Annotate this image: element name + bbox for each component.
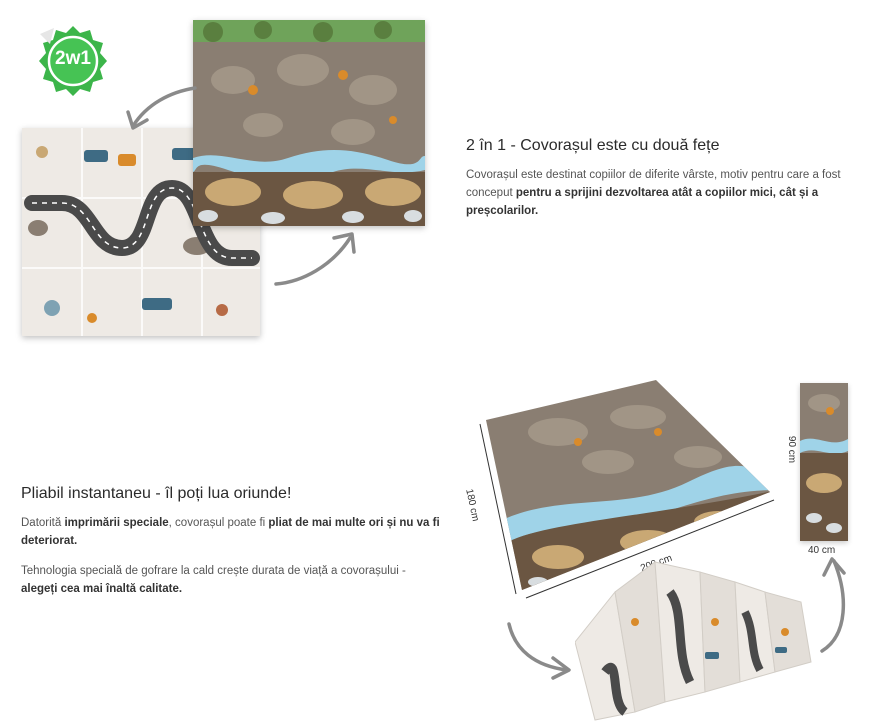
curved-arrow-down-icon — [507, 622, 571, 680]
foldable-text-bold-2: pliat de mai multe ori și nu va fi deter… — [21, 517, 440, 547]
curved-arrow-up-icon — [820, 557, 846, 653]
two-sided-title: 2 în 1 - Covorașul este cu două fețe — [466, 137, 720, 154]
foldable-title: Pliabil instantaneu - îl poți lua oriund… — [21, 485, 292, 502]
quality-text-bold: alegeți cea mai înaltă calitate. — [21, 583, 183, 595]
curved-arrow-left-icon — [126, 86, 197, 130]
dimension-strip-height-label: 90 cm — [786, 435, 798, 464]
foldable-description: Datorită imprimării speciale, covorașul … — [21, 514, 441, 550]
quality-description: Tehnologia specială de gofrare la cald c… — [21, 562, 441, 598]
folding-mat-image — [575, 561, 812, 721]
badge-label: 2w1 — [55, 48, 91, 69]
dimension-strip-width-label: 40 cm — [808, 545, 836, 556]
two-sided-description: Covorașul este destinat copiilor de dife… — [466, 166, 876, 220]
foldable-text-a: Datorită — [21, 517, 65, 529]
folded-strip-image — [800, 383, 848, 541]
badge-seal-icon — [39, 26, 107, 96]
curved-arrow-right-icon — [274, 232, 356, 286]
forest-side-mat-image — [193, 20, 425, 226]
two-sided-text-a: Covorașul este destinat copiilor de dife… — [466, 169, 841, 199]
forest-mat-illustration — [193, 20, 425, 226]
two-in-one-badge: 2w1 — [36, 24, 110, 98]
foldable-text-bold-1: imprimării speciale — [64, 517, 169, 529]
foldable-text-c: , covorașul poate fi — [168, 517, 269, 529]
two-sided-text-bold: pentru a sprijini dezvoltarea atât a cop… — [466, 187, 819, 217]
isometric-mat-image — [479, 380, 775, 599]
quality-text-a: Tehnologia specială de gofrare la cald c… — [21, 565, 406, 577]
